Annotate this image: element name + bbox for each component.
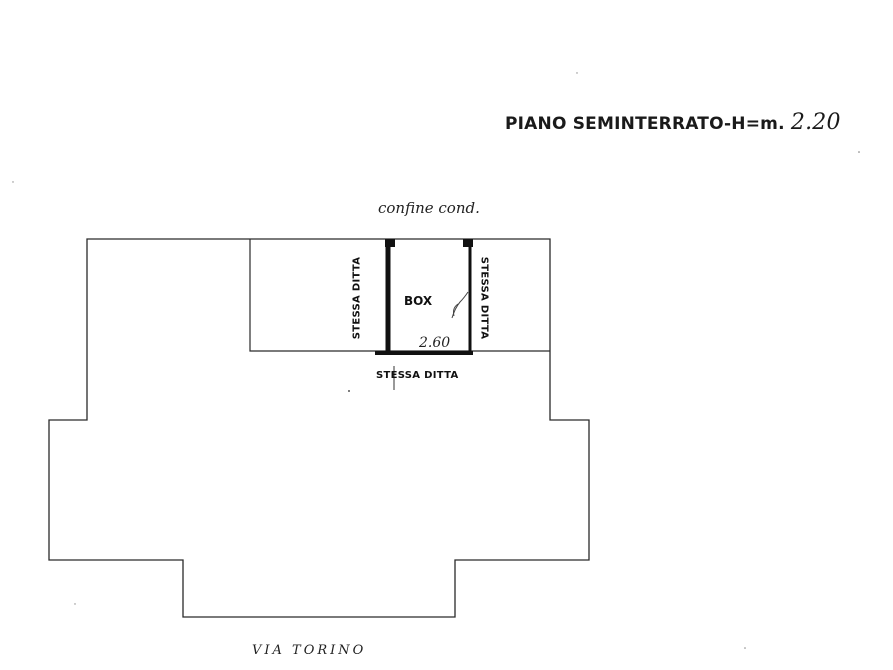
speck	[576, 72, 578, 74]
storage-area-outline	[249, 239, 550, 352]
right-neighbour-label: STESSA DITTA	[478, 256, 490, 340]
title-printed: PIANO SEMINTERRATO-H=m.	[505, 114, 785, 134]
bottom-neighbour-label: STESSA DITTA	[376, 370, 459, 381]
building-outline	[48, 238, 590, 618]
box-left-cap	[385, 239, 395, 247]
speck	[858, 151, 860, 153]
hook-doodle	[453, 303, 459, 317]
top-note: confine cond.	[378, 199, 480, 217]
box-dimension: 2.60	[419, 335, 451, 351]
title-height-value: 2.20	[790, 110, 841, 135]
check-doodle	[451, 291, 469, 319]
speck	[744, 647, 746, 649]
speck	[12, 181, 14, 183]
page-title: PIANO SEMINTERRATO-H=m. 2.20	[505, 110, 841, 135]
speck	[74, 603, 76, 605]
box-label: BOX	[404, 294, 433, 308]
street-label: VIA TORINO	[252, 643, 367, 658]
left-neighbour-label: STESSA DITTA	[351, 256, 363, 340]
speck	[348, 390, 350, 392]
box-right-cap	[463, 239, 473, 247]
